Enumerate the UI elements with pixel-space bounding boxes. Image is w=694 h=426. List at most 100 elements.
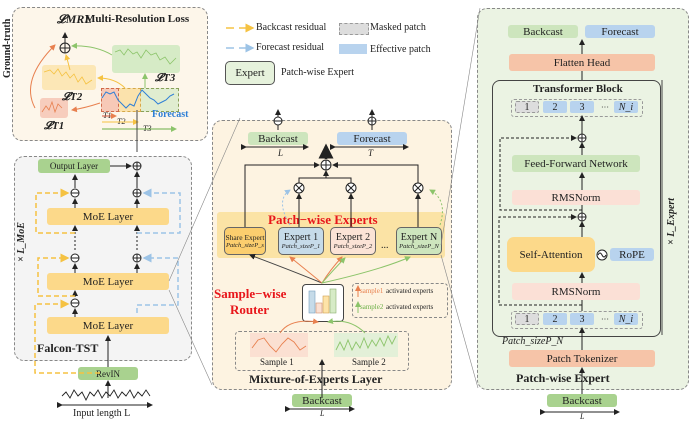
share-expert-patch: Patch_sizeP_s (226, 242, 264, 249)
ground-truth-arrow (30, 44, 56, 109)
legend-masked-patch-swatch (339, 23, 369, 35)
sample-2-label: Sample 2 (352, 357, 386, 367)
transformer-block (492, 80, 661, 337)
t3-series-line (114, 48, 177, 65)
patch-size-label: Patch_sizeP_N (502, 336, 564, 347)
token-3-bottom: 3 (570, 313, 594, 325)
forecast-residual-path-1 (136, 253, 179, 313)
moe-sum-icon (320, 159, 332, 171)
loss-t3-label: 𝓛T3 (155, 72, 176, 84)
transformer-block-title: Transformer Block (533, 83, 623, 95)
ffn-residual-path (499, 135, 582, 211)
falcon-tst-title: Falcon-TST (37, 341, 99, 355)
token-masked-1-bottom: 1 (515, 313, 539, 325)
router-sample1-expert1-arrow (289, 256, 323, 284)
legend-effective-patch-swatch (339, 44, 367, 54)
token-3-top: 3 (570, 101, 594, 113)
zoom-guide-upper (168, 117, 241, 282)
sample-1-series (251, 337, 307, 353)
legend-masked-patch: Masked patch (370, 22, 426, 33)
expert-n-label: Expert N (400, 232, 438, 243)
router-sample2-expert2-arrow (321, 257, 346, 284)
minus-icon-bottom (70, 298, 80, 308)
experts-ellipsis: ... (381, 240, 389, 251)
revin-box: RevIN (78, 367, 138, 380)
output-layer: Output Layer (38, 159, 110, 173)
zoom-guide-lower (168, 289, 213, 386)
token-ellipsis-bottom: ··· (601, 314, 609, 324)
loss-sum-icon (59, 42, 71, 54)
legend-expert-desc: Patch-wise Expert (281, 67, 355, 78)
attn-residual-path (498, 214, 582, 306)
expert-1: Expert 1 Patch_sizeP_1 (278, 227, 324, 255)
gate-multiply-icon-n (412, 182, 424, 194)
legend-effective-patch: Effective patch (370, 44, 431, 55)
moe-input-L: L (320, 409, 325, 418)
router-bar-chart-icon (308, 288, 337, 314)
router-legend-sample1: sample1 (360, 287, 384, 295)
gate-multiply-icon-1 (293, 182, 305, 194)
expert-2: Expert 2 Patch_sizeP_2 (330, 227, 376, 255)
attn-residual-sum-icon (577, 212, 587, 222)
router-title-2: Router (230, 302, 269, 317)
gate-multiply-icon-2 (345, 182, 357, 194)
share-expert-label: Share Expert (225, 233, 265, 242)
loss-mrl-symbol: 𝓛MRL (57, 12, 92, 26)
token-masked-1-top: 1 (515, 101, 539, 113)
moe-plus-top-icon (367, 116, 377, 126)
t1-arrow (71, 102, 101, 113)
rmsnorm-top: RMSNorm (512, 190, 640, 205)
router-legend-activated-2: activated experts (386, 303, 434, 311)
t2-arrow (97, 75, 126, 89)
legend-forecast-residual: Forecast residual (256, 42, 325, 53)
moe-input-backcast: Backcast (292, 394, 352, 407)
loss-t2-label: 𝓛T2 (62, 91, 83, 103)
expert-2-label: Expert 2 (335, 232, 371, 243)
expert-2-patch: Patch_sizeP_2 (333, 243, 373, 250)
token-n-top: N_i (614, 101, 638, 113)
token-n-bottom: N_i (614, 313, 638, 325)
expert-1-patch: Patch_sizeP_1 (281, 243, 321, 250)
expert-1-label: Expert 1 (283, 232, 319, 243)
router-to-share-arrow (249, 253, 323, 284)
backcast-residual-path-3 (35, 188, 75, 234)
rope-rotation-icon (596, 249, 608, 261)
token-2-bottom: 2 (543, 313, 567, 325)
moe-layer-title: Mixture-of-Experts Layer (249, 372, 383, 386)
loss-panel-title: Multi-Resolution Loss (85, 13, 190, 25)
router-sample2-expertn-arrow (321, 256, 411, 284)
t1-series-line (41, 100, 63, 114)
expert-backcast-output: Backcast (508, 25, 578, 38)
zoom-guide-expert-upper (440, 7, 481, 246)
moe-T-label: T (368, 148, 374, 158)
self-attention: Self-Attention (507, 237, 595, 272)
patch-wise-expert-title: Patch-wise Expert (516, 371, 610, 385)
sample-1-plot (250, 333, 308, 357)
token-ellipsis-top: ··· (601, 102, 609, 112)
expert-forecast-output: Forecast (585, 25, 655, 38)
expert-n-patch: Patch_sizeP_N (399, 243, 439, 250)
router-legend-box (352, 283, 448, 318)
moe-layer-top: MoE Layer (47, 208, 169, 225)
backcast-residual-path-2 (37, 253, 75, 297)
legend-backcast-residual: Backcast residual (256, 22, 327, 33)
input-series-line (61, 389, 151, 402)
router-title-1: Sample−wise (214, 286, 287, 301)
sample-1-label: Sample 1 (260, 357, 294, 367)
router-legend-sample2: sample2 (360, 303, 384, 311)
token-row-top (511, 99, 643, 117)
rope-box: RoPE (610, 248, 654, 261)
expert-input-L: L (580, 412, 585, 421)
moe-layer-bottom: MoE Layer (47, 317, 169, 334)
t3-to-sum-arrow (71, 42, 113, 56)
expert-input-backcast: Backcast (547, 394, 617, 407)
expert-n: Expert N Patch_sizeP_N (396, 227, 442, 255)
moe-forecast-output: Forecast (337, 132, 407, 145)
forecast-residual-path-2 (137, 188, 181, 234)
patch-tokenizer: Patch Tokenizer (509, 350, 655, 367)
token-row-bottom (511, 311, 643, 329)
feed-forward-network: Feed-Forward Network (512, 155, 640, 172)
legend-expert-box: Expert (225, 61, 275, 85)
moe-layer-middle: MoE Layer (47, 273, 169, 290)
